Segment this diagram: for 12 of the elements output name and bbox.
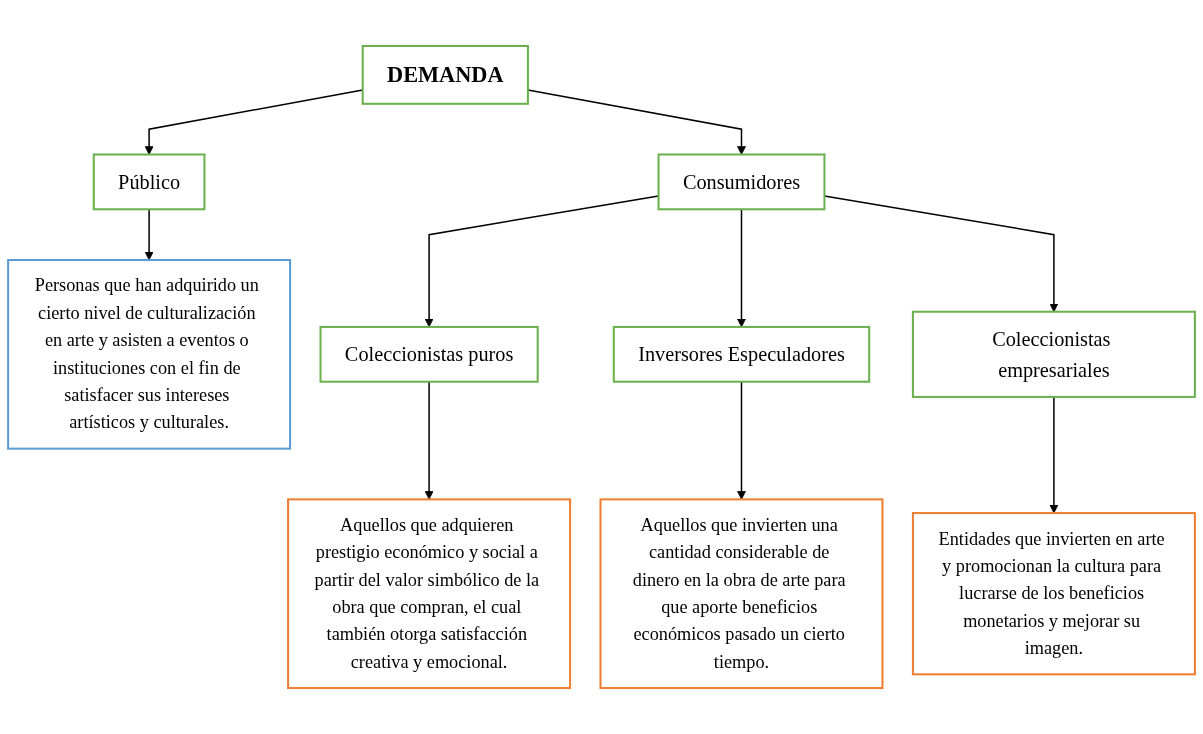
node-box: Inversores Especuladores [612,325,871,383]
node-box: Consumidores [657,153,826,211]
node-box: DEMANDA [361,44,529,105]
node-box: Coleccionistas puros [319,325,539,383]
node-box: Aquellos que adquieren prestigio económico y social a partir del valor simbólico de la obra que compran, el cual también otorga satisfacción creativa y emocional. [287,498,572,690]
node-box: Público [92,153,206,211]
node-box: Aquellos que invierten una cantidad considerable de dinero en la obra de arte para que aporte beneficios económicos pasado un cierto tiempo. [599,498,884,690]
node-box: Entidades que invierten en arte y promocionan la cultura para lucrarse de los beneficios monetarios y mejorar su imagen. [911,512,1196,676]
arrow [1049,396,1059,514]
node-box: Coleccionistas empresariales [911,310,1196,398]
arrow [527,89,746,155]
node-box: Personas que han adquirido un cierto nivel de culturalización en arte y asisten a eventos o instituciones con el fin de satisfacer sus intereses artísticos y culturales. [7,258,292,450]
